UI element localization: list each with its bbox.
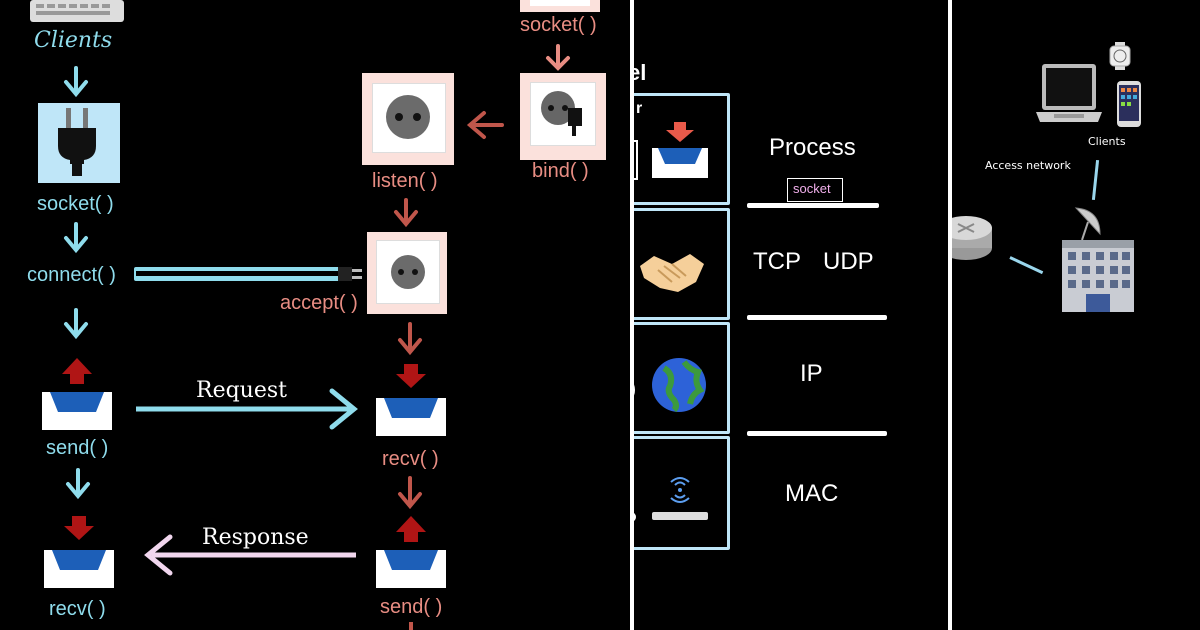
server-recv-label: recv( ) — [382, 448, 439, 470]
outlet-icon — [391, 255, 425, 289]
layer-box-network — [634, 322, 730, 434]
arrow-stub — [409, 622, 413, 630]
arrow-down-icon — [64, 222, 88, 254]
partial-shape — [634, 513, 636, 521]
laptop-icon — [1036, 64, 1102, 122]
accept-label: accept( ) — [280, 292, 358, 314]
server-socket-label: socket( ) — [520, 14, 597, 36]
globe-icon — [652, 358, 706, 413]
connection-cable — [134, 267, 362, 281]
response-label: Response — [202, 525, 309, 550]
outbox-tray-icon — [42, 358, 112, 430]
ip-label: IP — [800, 360, 823, 387]
tcp-label: TCP — [753, 248, 801, 275]
process-label: Process — [769, 134, 856, 161]
partial-left-char: r — [636, 100, 643, 117]
client-send-label: send( ) — [46, 437, 109, 459]
layer-divider-line — [747, 203, 879, 208]
layer-box-application — [634, 93, 730, 205]
layers-panel: el r Process socket TCP UDP IP MAC — [634, 0, 948, 630]
phone-icon — [1117, 81, 1141, 127]
response-arrow — [144, 534, 356, 576]
layer-box-link — [634, 436, 730, 550]
access-network-label: Access network — [985, 159, 1071, 172]
layer-divider-line — [747, 431, 887, 436]
listen-label: listen( ) — [372, 170, 438, 192]
partial-circle — [634, 384, 635, 396]
udp-label: UDP — [823, 248, 874, 275]
inbox-tray-icon — [44, 516, 114, 588]
watch-icon — [1109, 42, 1131, 70]
server-socket-inner — [530, 0, 590, 6]
arrow-down-icon — [64, 308, 88, 340]
clients-label: Clients — [34, 28, 113, 53]
router-icon — [952, 216, 992, 260]
partial-title: el — [634, 60, 647, 85]
panel-divider — [948, 0, 952, 630]
link-line — [1091, 159, 1100, 201]
layer-divider-line — [747, 315, 887, 320]
socket-flow-panel: Clients socket( ) connect( ) send( ) rec… — [27, 0, 606, 630]
inbox-tray-icon — [376, 364, 446, 436]
request-label: Request — [196, 378, 287, 403]
laptop-icon — [30, 0, 124, 22]
building-icon — [1062, 240, 1134, 312]
mac-label: MAC — [785, 480, 839, 507]
plug-icon — [58, 108, 96, 176]
socket-tag: socket — [793, 181, 831, 196]
layer-box-transport — [634, 208, 730, 320]
outlet-icon — [541, 91, 582, 136]
client-recv-label: recv( ) — [49, 598, 106, 620]
clients-label: Clients — [1088, 135, 1126, 148]
panel-divider — [630, 0, 634, 630]
arrow-down-icon — [398, 322, 422, 356]
client-socket-label: socket( ) — [37, 193, 114, 215]
partial-shape — [634, 140, 638, 180]
outlet-icon — [386, 95, 430, 139]
arrow-down-icon — [394, 198, 418, 228]
connect-label: connect( ) — [27, 264, 116, 286]
outbox-tray-icon — [376, 516, 446, 588]
bind-label: bind( ) — [532, 160, 589, 182]
arrow-down-icon — [398, 476, 422, 510]
socket-tag-box — [787, 178, 843, 202]
link-line — [1009, 256, 1044, 275]
arrow-down-icon — [66, 468, 90, 500]
inbox-tray-icon — [652, 122, 708, 178]
arrow-down-icon — [64, 66, 88, 98]
satellite-dish-icon — [1074, 207, 1101, 241]
server-send-label: send( ) — [380, 596, 443, 618]
arrow-down-icon — [546, 44, 570, 71]
request-arrow — [136, 388, 358, 430]
arrow-left-icon — [466, 111, 504, 139]
handshake-icon — [640, 254, 704, 292]
network-panel: Clients Access network — [952, 0, 1200, 630]
wifi-router-icon — [652, 477, 708, 520]
